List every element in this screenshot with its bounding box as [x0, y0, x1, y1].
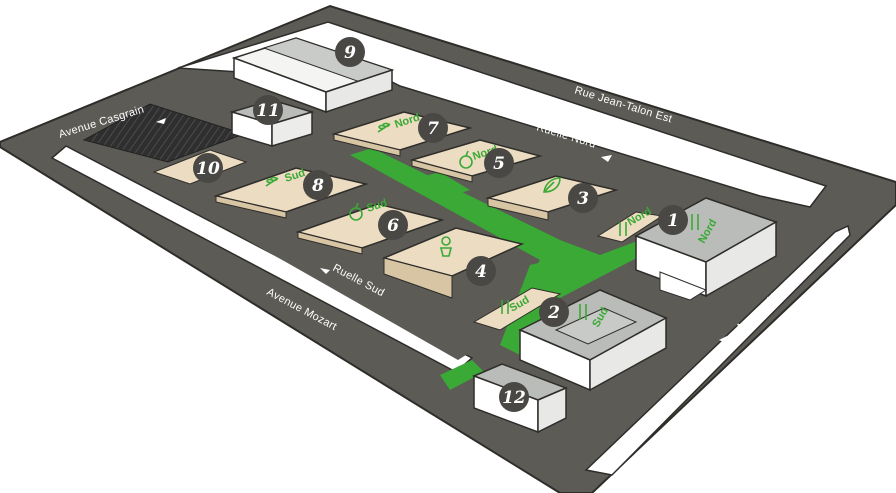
south-block — [50, 145, 474, 373]
hall-6 — [295, 203, 445, 255]
svg-text:2: 2 — [547, 303, 560, 323]
marker-9[interactable]: 9 — [335, 37, 365, 67]
marker-1[interactable]: 1 — [658, 205, 688, 235]
marker-8[interactable]: 8 — [303, 170, 333, 200]
marker-11[interactable]: 11 — [253, 95, 283, 125]
building-1 — [634, 197, 778, 301]
wheat-icon — [265, 176, 279, 187]
fork-knife-icon — [501, 300, 509, 314]
building-2 — [518, 289, 668, 392]
hall-5 — [409, 139, 543, 183]
apple-icon — [349, 202, 363, 221]
arrow-left-icon — [719, 336, 727, 344]
fork-knife-icon — [579, 304, 587, 320]
leaf-icon — [543, 177, 561, 193]
svg-text:4: 4 — [475, 262, 487, 282]
svg-text:11: 11 — [256, 101, 280, 121]
svg-text:9: 9 — [344, 43, 356, 63]
marker-12[interactable]: 12 — [499, 382, 529, 412]
svg-text:10: 10 — [196, 159, 220, 179]
marker-7[interactable]: 7 — [418, 113, 448, 143]
marker-3[interactable]: 3 — [568, 183, 598, 213]
building-9 — [231, 37, 395, 114]
fork-knife-icon — [619, 222, 627, 236]
marker-6[interactable]: 6 — [378, 210, 408, 240]
marker-4[interactable]: 4 — [466, 256, 496, 286]
marker-2[interactable]: 2 — [539, 297, 569, 327]
svg-text:7: 7 — [427, 119, 439, 139]
marker-5[interactable]: 5 — [484, 148, 514, 178]
east-block — [584, 224, 851, 476]
svg-text:1: 1 — [667, 211, 679, 231]
svg-text:3: 3 — [577, 189, 589, 209]
fork-knife-icon — [691, 214, 699, 230]
wheat-icon — [377, 122, 391, 133]
arrow-left-icon — [320, 268, 330, 274]
svg-text:5: 5 — [493, 154, 505, 174]
hall-4 — [381, 227, 525, 299]
stall-sud — [472, 287, 562, 331]
marker-10[interactable]: 10 — [193, 153, 223, 183]
svg-text:6: 6 — [387, 216, 399, 236]
arrow-right-icon — [601, 155, 612, 162]
flower-pot-icon — [439, 236, 453, 257]
svg-text:8: 8 — [311, 176, 324, 196]
apple-icon — [459, 150, 473, 169]
svg-text:12: 12 — [502, 388, 526, 408]
arrow-right-icon — [156, 118, 166, 124]
